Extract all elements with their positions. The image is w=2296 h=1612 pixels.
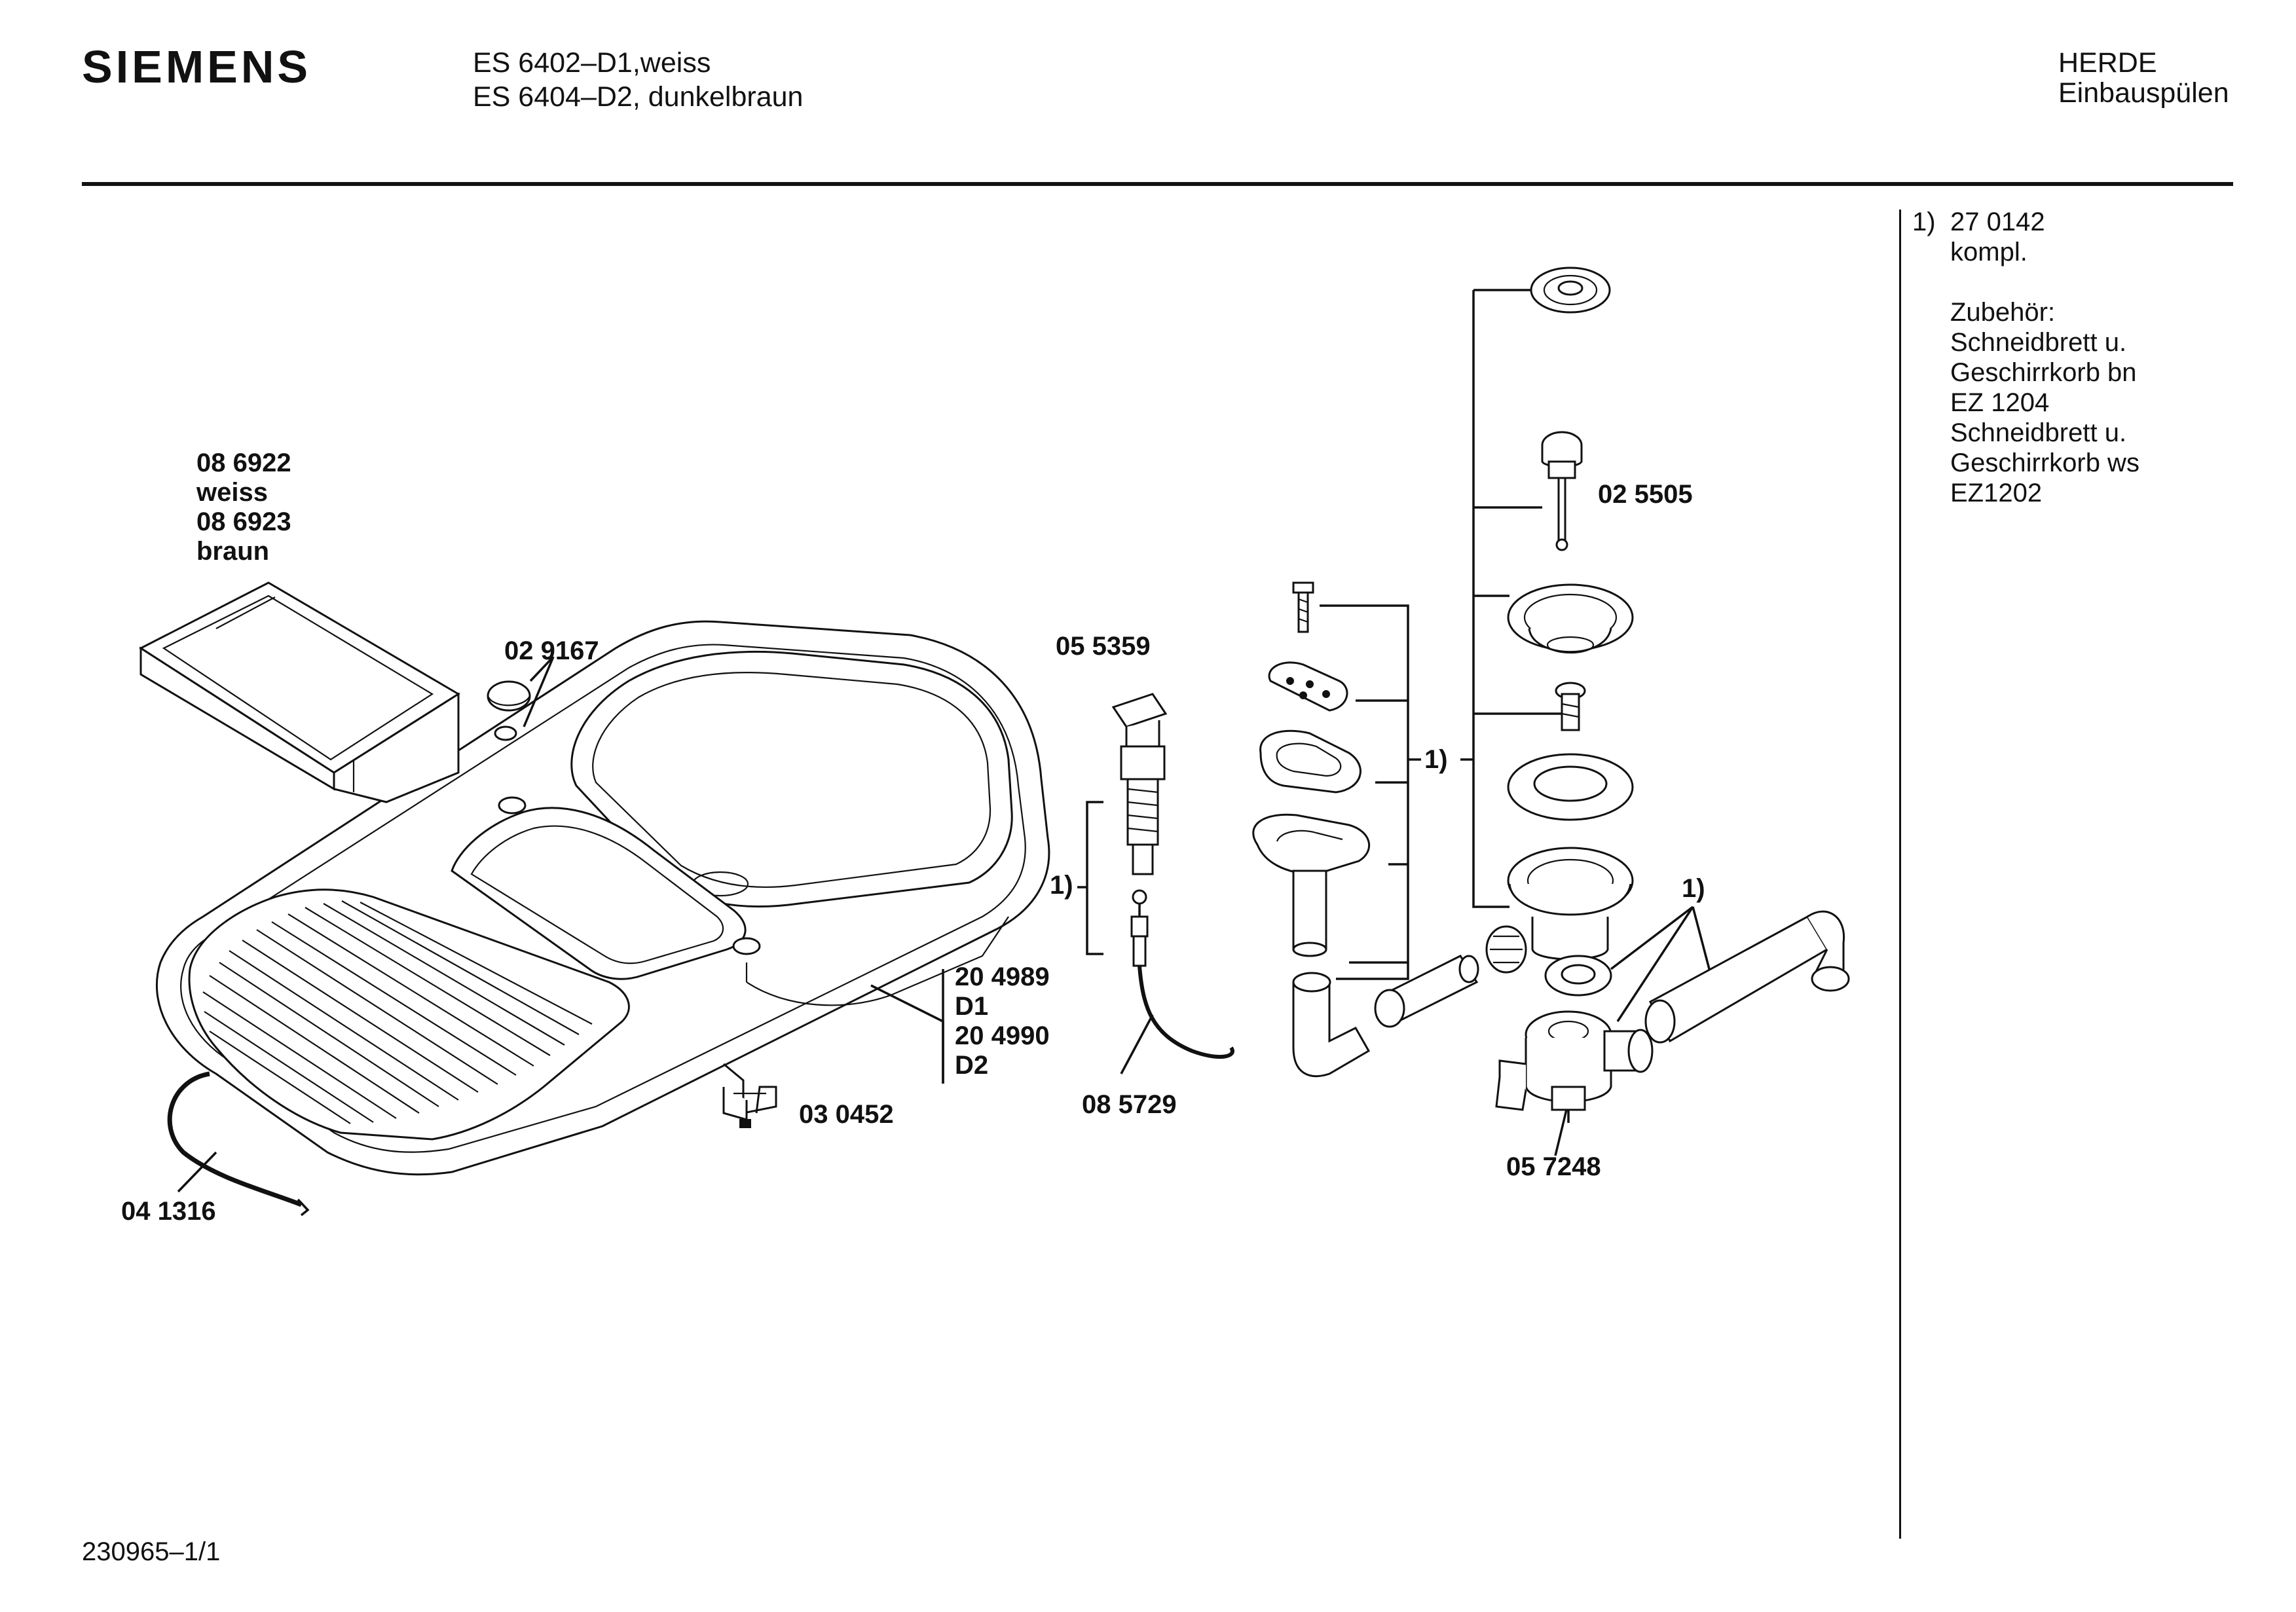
label-ref-overflow: 1)	[1424, 745, 1448, 774]
overflow-elbow	[1292, 972, 1371, 1078]
label-sink-d1-code: 20 4989	[955, 962, 1050, 991]
leader-pipe	[1610, 906, 1711, 1022]
note-line: EZ 1204	[1950, 388, 2050, 417]
notes-marker: 1)	[1912, 208, 1936, 236]
leader-siphon	[1554, 1109, 1568, 1156]
brand-logo: SIEMENS	[82, 41, 312, 92]
leader-seal-strip	[177, 1151, 217, 1193]
label-cable: 08 5729	[1082, 1090, 1177, 1119]
overflow-plate	[1268, 661, 1348, 712]
doc-number: 230965–1/1	[82, 1537, 221, 1566]
label-ref-pipe: 1)	[1682, 874, 1705, 903]
header-rule	[82, 182, 2233, 186]
drain-basket	[1507, 583, 1634, 654]
overflow-gasket	[1259, 729, 1361, 794]
plug-part	[1541, 431, 1583, 551]
tray	[139, 581, 460, 803]
label-tray-color-1: weiss	[196, 478, 268, 507]
notes-divider	[1899, 210, 1901, 1539]
bracket-drain	[1472, 290, 1509, 908]
label-clamp: 03 0452	[799, 1100, 894, 1129]
drain-washer	[1507, 753, 1634, 821]
bracket-overflow	[1320, 604, 1409, 980]
label-tray-code-2: 08 6923	[196, 507, 291, 536]
seal-strip	[167, 1071, 310, 1217]
overflow-screw	[1292, 581, 1314, 633]
bracket-overflow-ticks	[1349, 699, 1408, 964]
cable-part	[1120, 889, 1234, 1074]
category-line-2: Einbauspülen	[2058, 77, 2229, 109]
bracket-knob	[1086, 801, 1103, 955]
label-sink-d2-code: 20 4990	[955, 1021, 1050, 1050]
note-line: Geschirrkorb bn	[1950, 358, 2137, 387]
label-sink-d1: D1	[955, 992, 989, 1021]
note-line: Schneidbrett u.	[1950, 328, 2127, 357]
note-line: kompl.	[1950, 238, 2028, 266]
clamp-part	[722, 1063, 777, 1128]
label-plug: 02 5505	[1598, 480, 1693, 509]
label-seal-strip: 04 1316	[121, 1197, 216, 1226]
leader-sink	[870, 984, 944, 1084]
knob-part	[1111, 693, 1168, 875]
drain-body	[1485, 847, 1634, 974]
note-line: 27 0142	[1950, 208, 2045, 236]
note-line: Schneidbrett u.	[1950, 418, 2127, 447]
label-tray-color-2: braun	[196, 537, 270, 566]
note-line: Geschirrkorb ws	[1950, 449, 2139, 477]
label-sink-d2: D2	[955, 1051, 989, 1080]
overflow-housing	[1252, 813, 1371, 957]
model-line-1: ES 6402–D1,weiss	[473, 47, 711, 79]
category-line-1: HERDE	[2058, 47, 2157, 79]
label-cap: 02 9167	[504, 636, 599, 665]
drain-screw	[1555, 682, 1586, 731]
siphon-part	[1495, 1010, 1654, 1123]
overflow-hose	[1374, 955, 1479, 1028]
label-siphon: 05 7248	[1506, 1152, 1601, 1181]
drainer-grooves	[202, 900, 593, 1124]
siphon-nut	[1544, 955, 1612, 997]
sink-body	[155, 620, 1050, 1176]
label-ref-knob: 1)	[1050, 871, 1073, 900]
strainer-plate	[1530, 266, 1611, 314]
notes-list: 27 0142 kompl. Zubehör: Schneidbrett u. …	[1950, 207, 2139, 508]
model-line-2: ES 6404–D2, dunkelbraun	[473, 81, 804, 113]
note-line: EZ1202	[1950, 479, 2043, 507]
drain-pipe	[1644, 910, 1850, 1044]
label-tray-code-1: 08 6922	[196, 449, 291, 477]
bracket-drain-ticks	[1473, 506, 1562, 715]
label-knob: 05 5359	[1056, 632, 1151, 661]
note-line: Zubehör:	[1950, 298, 2056, 327]
cap-part	[487, 655, 555, 741]
